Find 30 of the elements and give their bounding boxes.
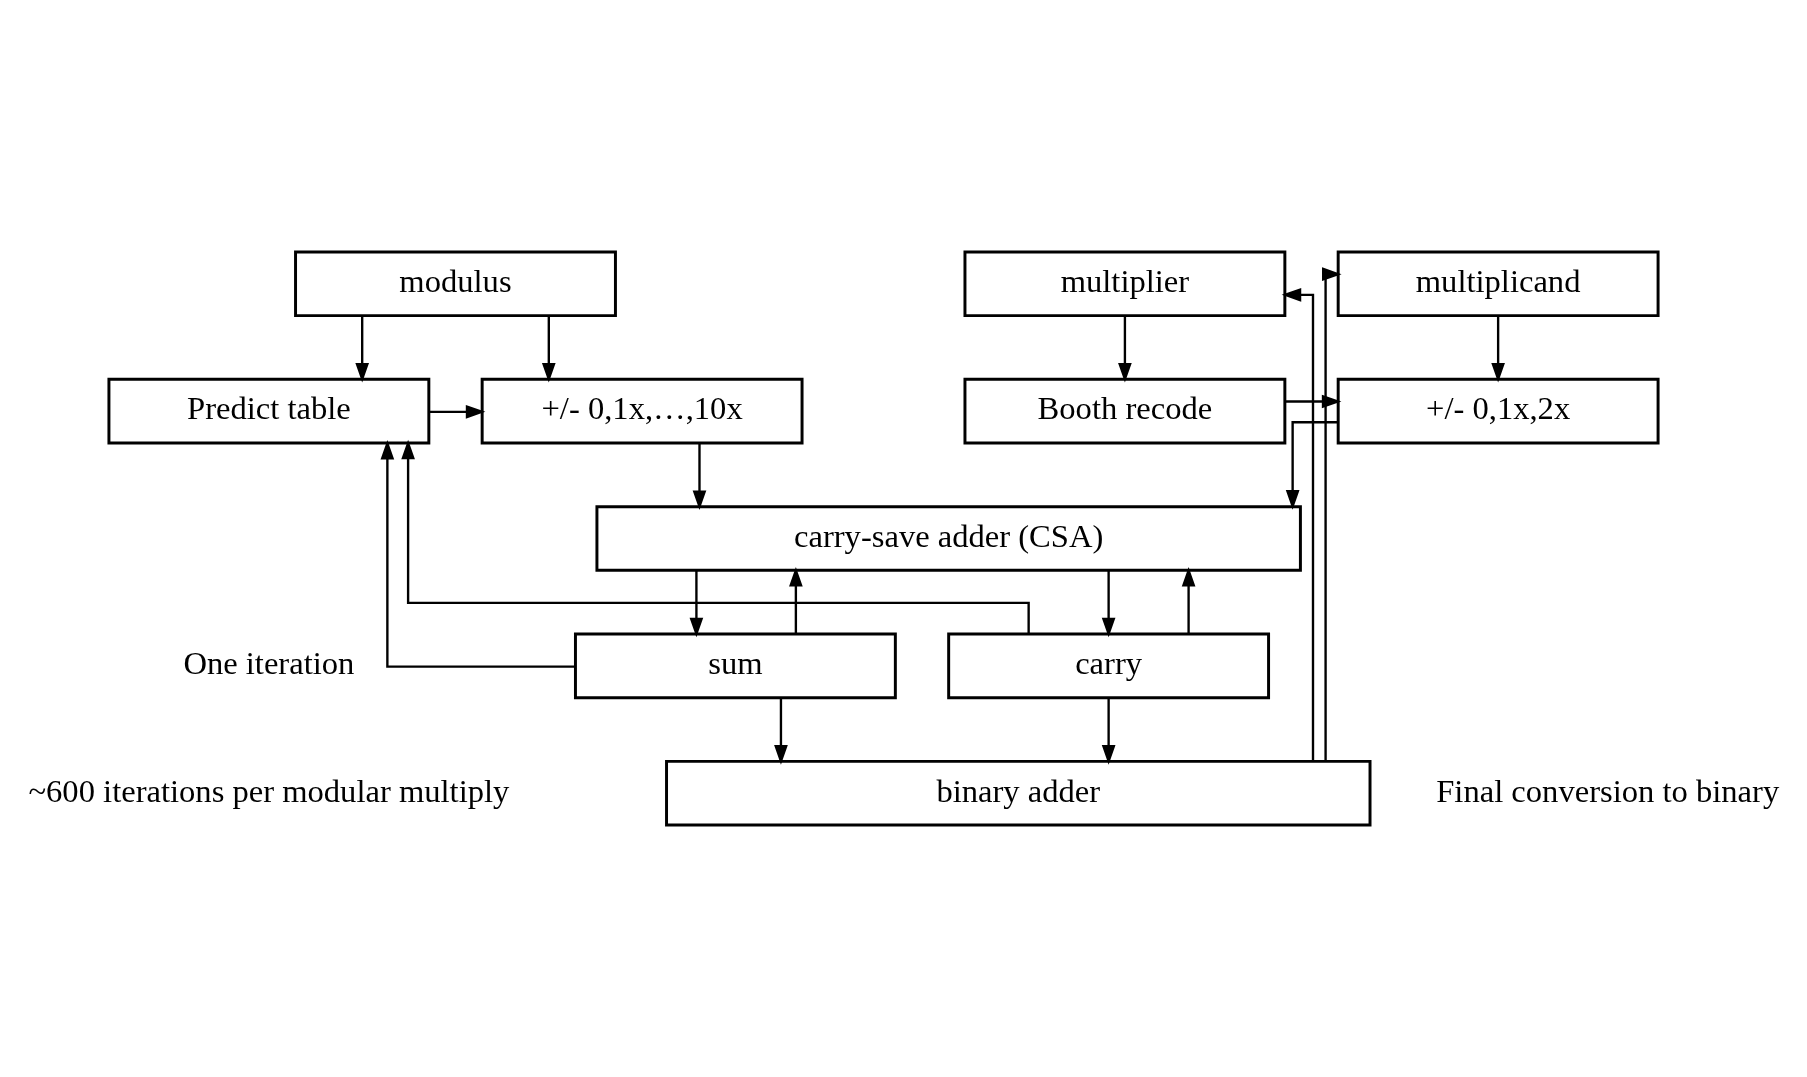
label: One iteration — [183, 645, 355, 682]
label: ~600 iterations per modular multiply — [28, 772, 510, 809]
node-box: multiplicand — [1336, 250, 1660, 318]
node-box: carry — [947, 632, 1271, 700]
node-box: binary adder — [665, 759, 1372, 827]
node-box: Predict table — [107, 377, 431, 445]
arrow — [541, 315, 556, 383]
arrow — [692, 443, 707, 510]
node-box: +/- 0,1x,…,10x — [480, 377, 804, 445]
arrow — [1285, 421, 1338, 510]
node-box: +/- 0,1x,2x — [1336, 377, 1660, 445]
arrow — [789, 567, 803, 634]
arrow — [1118, 315, 1132, 383]
arrow — [1101, 570, 1116, 638]
node-box: sum — [574, 632, 897, 700]
label: Final conversion to binary — [1436, 772, 1780, 809]
arrow — [1491, 315, 1505, 383]
node-box: multiplier — [963, 250, 1287, 318]
arrow — [1281, 288, 1315, 762]
arrow — [401, 439, 1030, 634]
node-box: Booth recode — [963, 377, 1287, 445]
node-box: modulus — [294, 250, 617, 318]
node-box: carry-save adder (CSA) — [595, 505, 1302, 572]
arrow — [355, 315, 370, 383]
arrow — [429, 405, 486, 419]
arrow — [774, 698, 788, 765]
arrow — [1181, 567, 1196, 634]
arrow — [689, 570, 704, 638]
arrow — [1101, 698, 1116, 765]
arrow — [380, 439, 576, 668]
